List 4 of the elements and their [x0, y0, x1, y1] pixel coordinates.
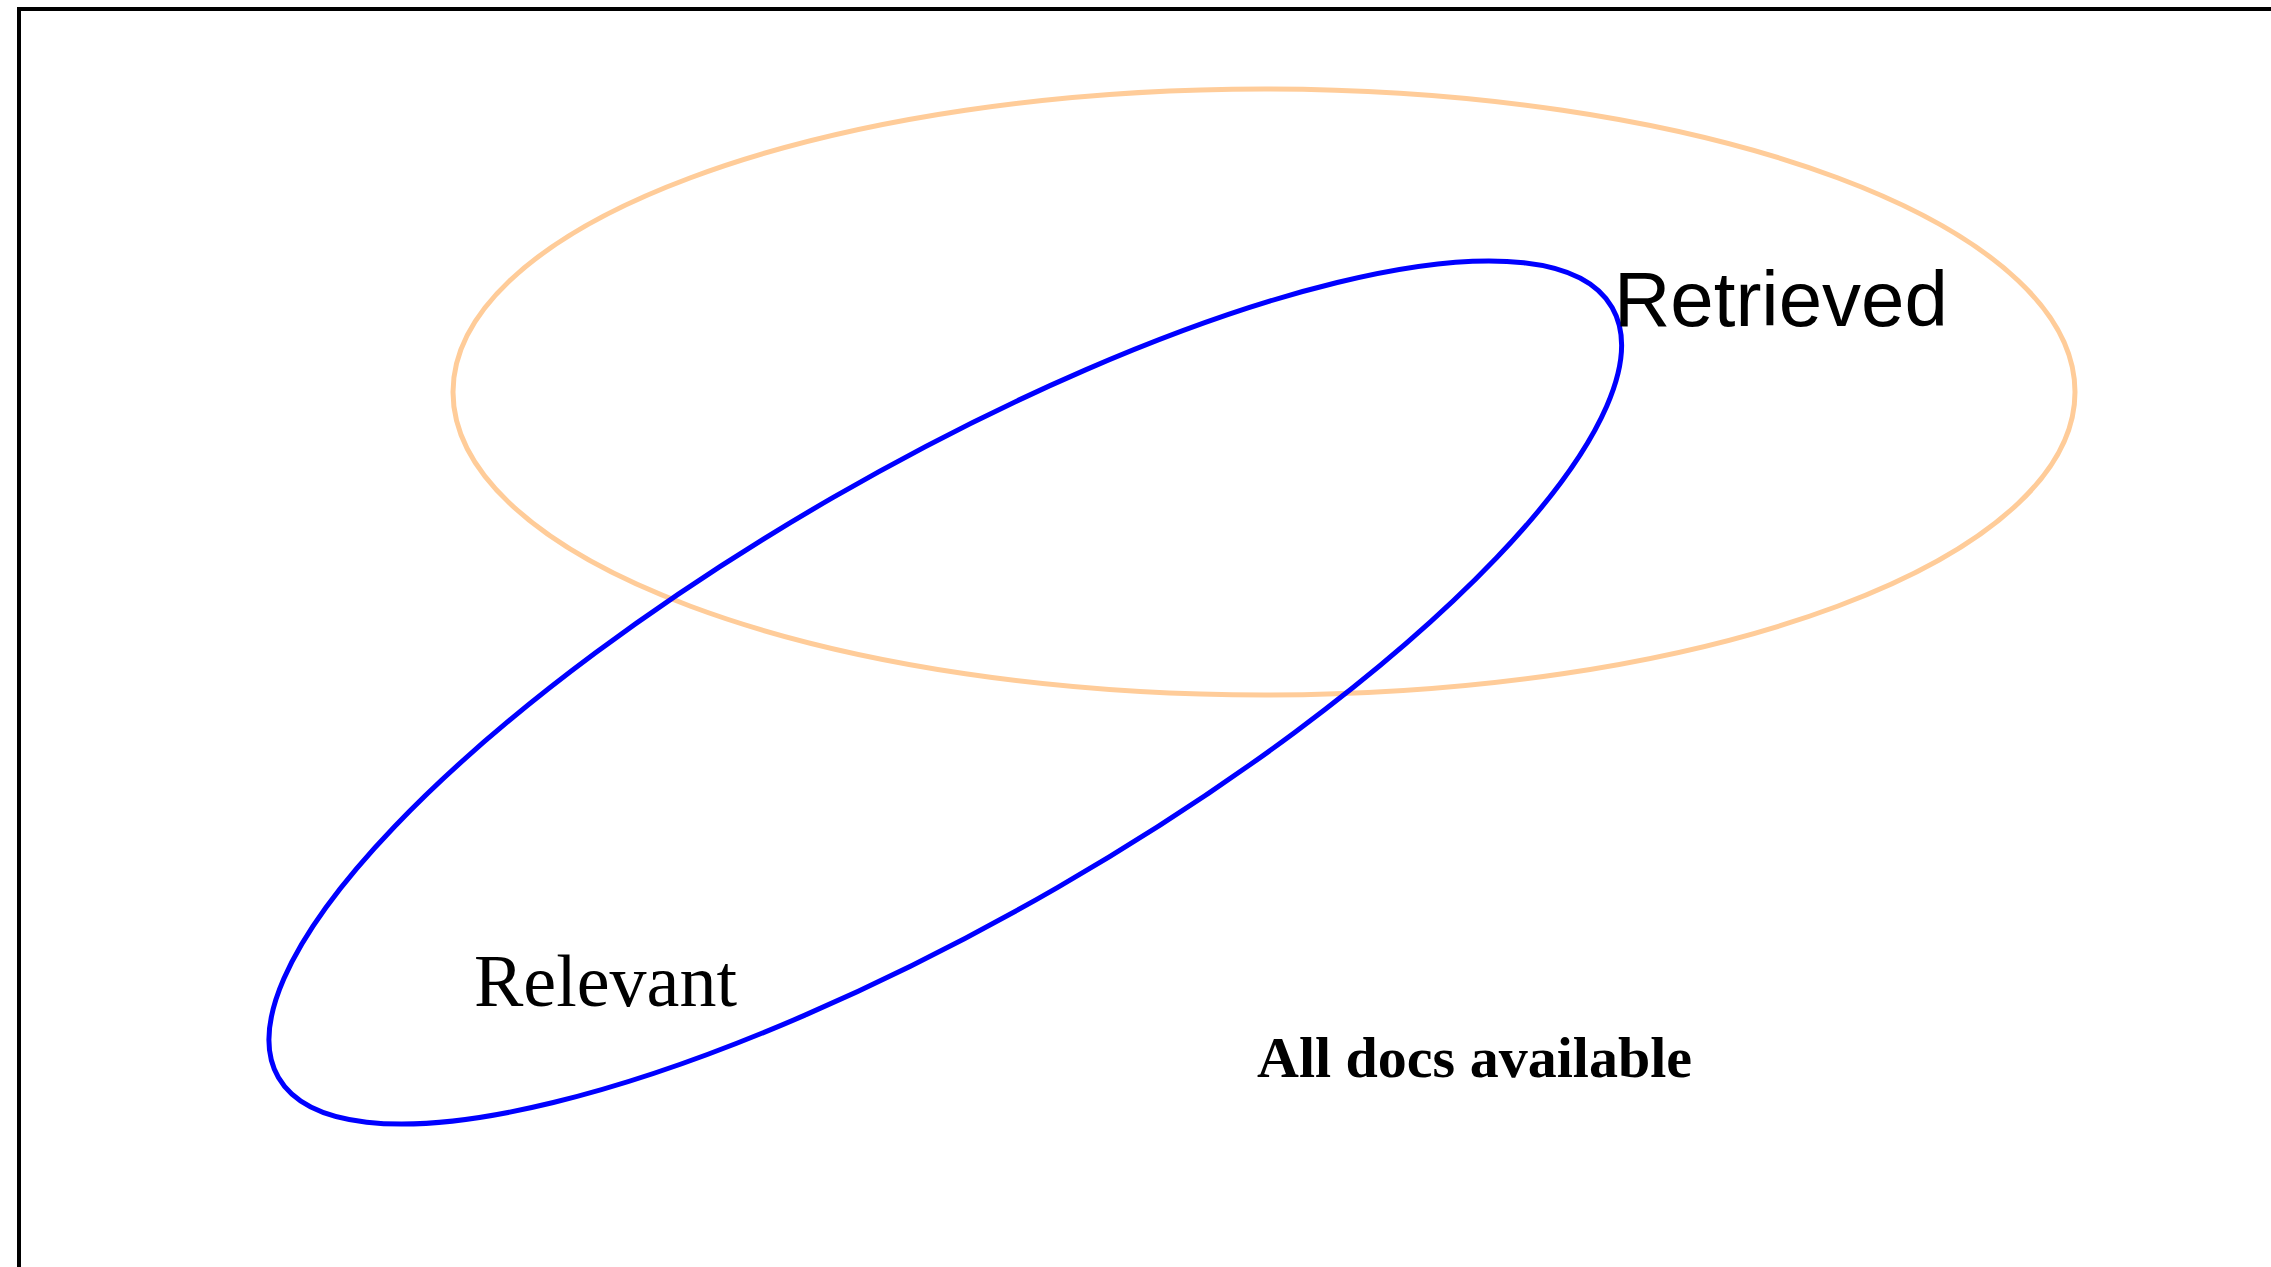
set-label: Relevant — [474, 939, 737, 1024]
set-label: Retrieved — [1614, 254, 1948, 345]
frame-label: All docs available — [1257, 1024, 1693, 1091]
outer-frame — [17, 7, 2271, 1267]
